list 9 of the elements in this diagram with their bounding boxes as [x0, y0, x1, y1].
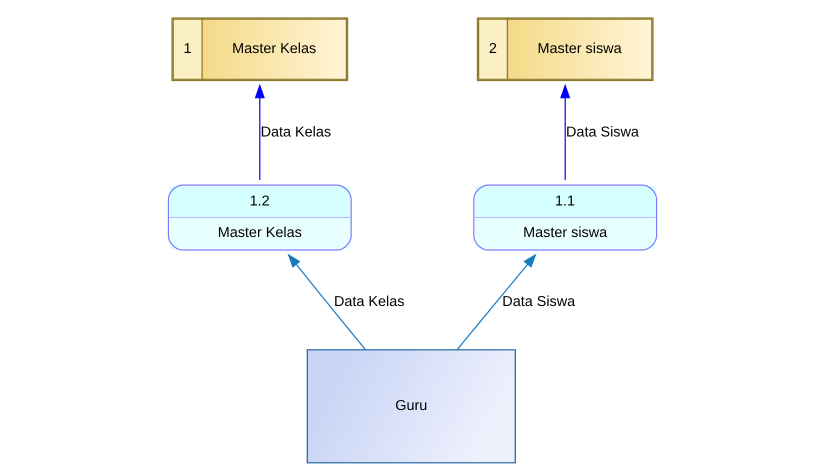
arrow	[286, 253, 366, 350]
edge-label: Data Kelas	[260, 124, 331, 141]
node-box: Guru	[306, 349, 516, 464]
edge-label: Data Kelas	[333, 294, 404, 310]
arrow	[560, 84, 570, 180]
arrow	[254, 84, 264, 180]
edge-label: Data Siswa	[502, 294, 575, 310]
edge-label: Data Siswa	[566, 124, 638, 141]
arrow	[456, 253, 536, 350]
